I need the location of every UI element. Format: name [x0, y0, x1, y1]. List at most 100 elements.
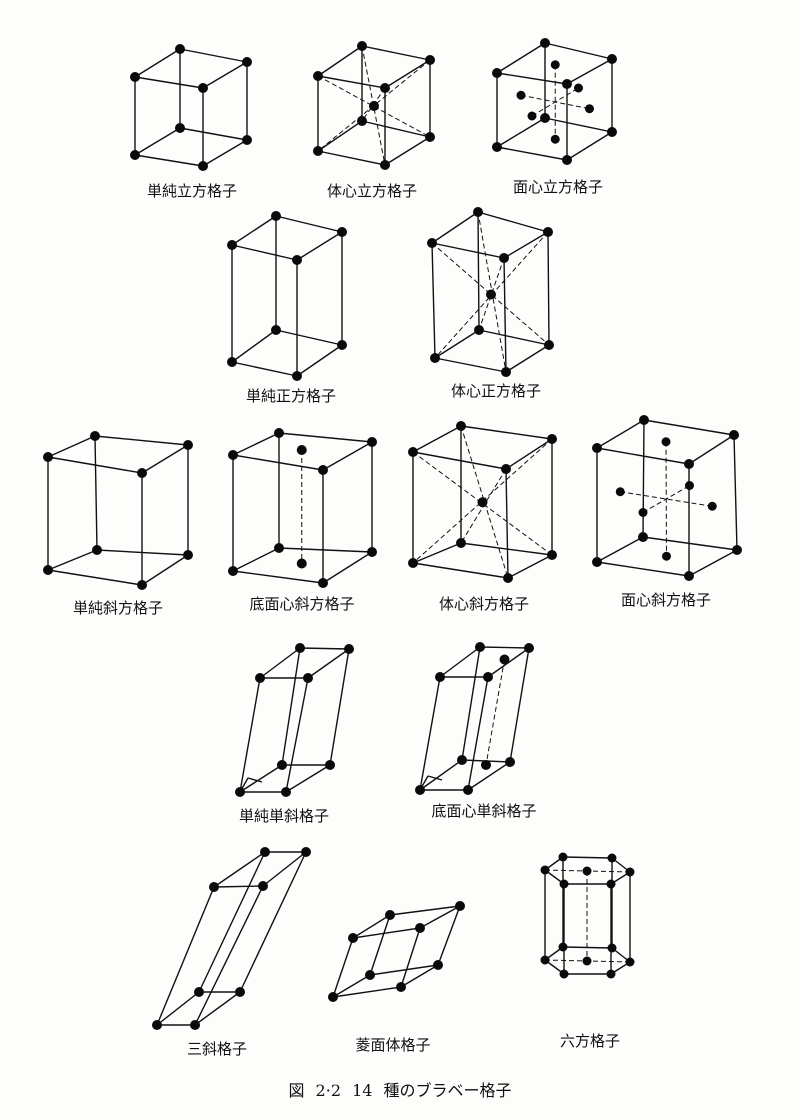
dashed-edge	[431, 242, 550, 346]
lattice-point	[183, 550, 193, 560]
lattice-edge	[296, 344, 343, 377]
lattice-point	[562, 155, 572, 165]
lattice-point	[137, 580, 147, 590]
lattice-edge	[134, 76, 204, 89]
lattice-point	[729, 430, 739, 440]
lattice-edge	[496, 42, 546, 74]
dashed-edge	[485, 659, 505, 766]
lattice-edge	[247, 777, 263, 783]
lattice-edge	[231, 361, 298, 377]
lattice-point	[475, 642, 485, 652]
lattice-edge	[460, 542, 553, 556]
lattice-point	[639, 415, 649, 425]
lattice-point	[328, 992, 338, 1002]
lattice-edge	[232, 570, 324, 584]
lattice-point	[344, 644, 354, 654]
lattice-point	[457, 755, 467, 765]
lattice-point	[408, 558, 418, 568]
lattice-point	[260, 847, 270, 857]
lattice-edge	[232, 547, 280, 572]
lattice-point	[550, 134, 560, 144]
lattice-point	[501, 367, 511, 377]
lattice-point	[313, 146, 323, 156]
lattice-edge	[317, 150, 386, 166]
lattice-point	[430, 353, 440, 363]
lattice-point	[505, 757, 515, 767]
lattice-edge	[412, 562, 509, 579]
lattice-edge	[460, 425, 553, 440]
lattice-point	[550, 60, 560, 70]
lattice-point	[473, 207, 483, 217]
lattice-point	[137, 468, 147, 478]
lattice-edge	[688, 549, 738, 577]
lattice-edge	[198, 851, 266, 993]
lattice-edge	[688, 434, 735, 465]
lattice-point	[558, 942, 568, 952]
lattice-point	[258, 881, 268, 891]
lattice-point	[242, 135, 252, 145]
lattice-edge	[369, 914, 391, 976]
lattice-edge	[507, 554, 553, 579]
lattice-point	[227, 240, 237, 250]
lattice-point	[198, 83, 208, 93]
lattice-point	[281, 787, 291, 797]
lattice-edge	[307, 648, 350, 679]
lattice-edge	[47, 549, 98, 571]
lattice-point	[592, 557, 602, 567]
lattice-point	[625, 957, 635, 967]
lattice-point	[501, 464, 511, 474]
lattice-edge	[544, 117, 613, 133]
lattice-edge	[733, 434, 738, 551]
lattice-point	[130, 150, 140, 160]
lattice-point	[190, 1020, 200, 1030]
lattice-point	[562, 79, 572, 89]
lattice-point	[607, 127, 617, 137]
lattice-point	[325, 760, 335, 770]
lattice-point	[348, 933, 358, 943]
lattice-edge	[566, 131, 613, 161]
lattice-edge	[361, 120, 431, 138]
lattice-edge	[437, 905, 461, 966]
lattice-edge	[400, 964, 439, 988]
lattice-point	[492, 142, 502, 152]
lattice-edge	[496, 72, 568, 85]
lattice-point	[175, 123, 185, 133]
lattice-point	[527, 111, 537, 121]
label-hexagonal: 六方格子	[559, 1032, 621, 1050]
lattice-point	[303, 673, 313, 683]
lattice-edge	[231, 244, 298, 261]
lattice-point	[662, 551, 671, 561]
lattice-point	[425, 132, 435, 142]
lattice-edge	[419, 759, 463, 791]
lattice-point	[369, 101, 379, 111]
label-base-orthorhombic: 底面心斜方格子	[249, 595, 355, 613]
lattice-point	[547, 434, 557, 444]
lattice-point	[255, 673, 265, 683]
lattice-point	[516, 90, 526, 100]
simple-orthorhombic-drawing	[43, 431, 193, 590]
lattice-edge	[352, 927, 421, 939]
lattice-point	[301, 847, 311, 857]
label-fc-orthorhombic: 面心斜方格子	[620, 591, 712, 609]
lattice-point	[592, 443, 602, 453]
lattice-edge	[509, 647, 530, 763]
lattice-edge	[239, 764, 283, 793]
lattice-edge	[643, 419, 735, 436]
dashed-edge	[412, 451, 553, 556]
dashed-edge	[478, 257, 505, 331]
lattice-edge	[384, 136, 431, 166]
lattice-point	[433, 960, 443, 970]
lattice-point	[209, 882, 219, 892]
lattice-edge	[496, 146, 568, 161]
lattice-point	[499, 654, 510, 665]
lattice-edge	[94, 435, 189, 446]
lattice-point	[380, 160, 390, 170]
lattice-point	[92, 545, 102, 555]
label-bc-orthorhombic: 体心斜方格子	[438, 595, 530, 613]
lattice-point	[427, 238, 437, 248]
lattice-edge	[329, 648, 350, 766]
lattice-point	[684, 459, 694, 469]
lattice-edge	[496, 117, 546, 148]
lattice-point	[337, 227, 347, 237]
lattice-edge	[317, 45, 363, 77]
